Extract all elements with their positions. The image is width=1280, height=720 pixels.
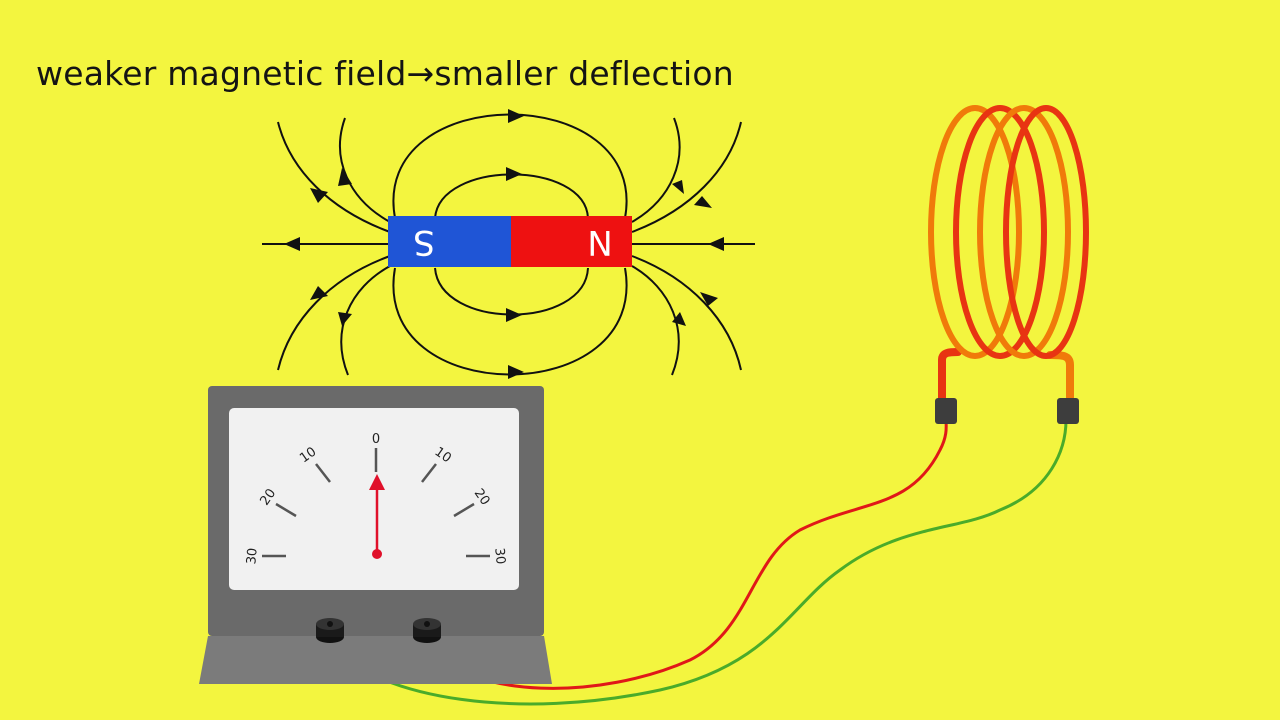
field-line-left-lower-2 [340, 265, 391, 376]
galvanometer-terminal-left [316, 618, 344, 643]
field-arrow-right-upper-2 [672, 180, 684, 194]
field-arrow-outer-bottom [508, 365, 524, 379]
coil-terminal-left [935, 398, 957, 424]
tick-left-20 [275, 502, 297, 518]
galvanometer-base [199, 636, 552, 684]
field-arrow-outer-top [508, 109, 524, 123]
coil-turn-2 [953, 105, 1047, 359]
coil-lead-left [938, 348, 962, 406]
scale-label-center: 0 [372, 432, 380, 447]
field-arrow-right-lower-2 [672, 312, 686, 326]
galvanometer: 30 20 10 0 10 20 30 [199, 386, 552, 684]
tick-right-10 [421, 463, 437, 483]
field-arrow-left-lower-2 [338, 312, 352, 326]
needle-tip [369, 474, 385, 490]
galvanometer-terminal-right [413, 618, 441, 643]
field-arrow-right-upper-1 [694, 196, 712, 208]
scale-label-left-30: 30 [244, 547, 260, 565]
magnet-south-pole [388, 216, 511, 267]
field-line-right-lower-1 [631, 255, 742, 371]
field-arrow-left-upper-1 [310, 188, 328, 203]
field-line-inner-bottom [434, 267, 589, 316]
terminal-right-hole [424, 621, 430, 627]
coil [928, 105, 1089, 424]
field-arrow-left-lower-1 [310, 286, 328, 300]
field-arrow-inner-bottom [506, 308, 522, 322]
field-arrow-axis-right [708, 237, 724, 251]
field-arrow-inner-top [506, 167, 522, 181]
field-arrow-axis-left [284, 237, 300, 251]
field-line-left-lower-1 [277, 255, 391, 371]
coil-turn-3 [977, 105, 1071, 359]
galvanometer-needle [369, 474, 385, 559]
field-line-right-upper-2 [631, 117, 681, 223]
magnet-north-label: N [587, 222, 612, 262]
wire-green [328, 419, 1068, 706]
field-lines [262, 109, 755, 379]
field-arrow-right-lower-1 [700, 292, 718, 306]
field-line-right-upper-1 [631, 121, 742, 233]
scale-label-right-30: 30 [491, 547, 507, 565]
coil-lead-right [1046, 351, 1074, 406]
terminal-left-hole [327, 621, 333, 627]
field-line-inner-top [434, 173, 589, 219]
magnet-south-label: S [413, 222, 435, 262]
field-line-outer-bottom [392, 267, 628, 376]
coil-turn-1 [928, 105, 1022, 359]
field-line-outer-top [392, 113, 628, 219]
field-line-left-upper-2 [339, 117, 391, 223]
galvanometer-ticks [262, 448, 490, 558]
caption: weaker magnetic field→smaller deflection [36, 54, 734, 93]
wire-red [425, 419, 948, 690]
coil-terminal-right [1057, 398, 1079, 424]
field-arrow-left-upper-2 [338, 168, 352, 186]
coil-turn-4 [1003, 105, 1089, 359]
tick-right-20 [453, 502, 475, 518]
field-line-right-lower-2 [631, 265, 680, 376]
wires [328, 419, 1068, 706]
magnet-north-pole [511, 216, 632, 267]
field-line-left-upper-1 [277, 121, 391, 233]
tick-left-10 [315, 463, 331, 483]
galvanometer-dial-face [229, 408, 519, 590]
needle-pivot [372, 549, 382, 559]
bar-magnet: S N [388, 216, 632, 267]
